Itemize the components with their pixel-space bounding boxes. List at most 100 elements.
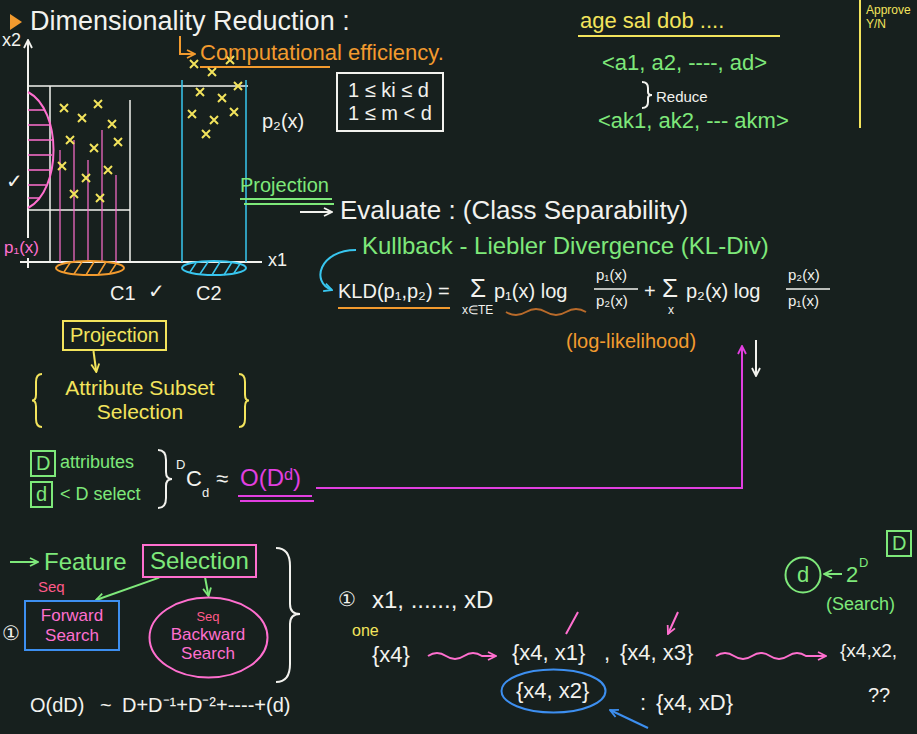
note: one bbox=[352, 622, 379, 640]
formula-part: x1, ......, xD bbox=[372, 586, 493, 614]
pointer-arrow bbox=[566, 612, 678, 634]
column-header: Approve Y/N bbox=[866, 4, 914, 32]
double-underline bbox=[240, 199, 334, 204]
density-curve bbox=[28, 92, 54, 208]
label-holder: D bbox=[176, 458, 185, 473]
label-holder: Approve Y/N bbox=[866, 4, 914, 32]
attribute-vector: <ak1, ak2, --- akm> bbox=[598, 108, 789, 133]
label-holder: ① bbox=[2, 622, 20, 645]
label-holder: Seq bbox=[38, 578, 65, 595]
label-holder: 2 bbox=[846, 562, 858, 587]
underline bbox=[338, 307, 450, 309]
label-holder: x1 bbox=[268, 250, 287, 271]
subset: {x4} bbox=[372, 642, 410, 667]
formula-part: x bbox=[668, 304, 674, 318]
label-holder: p₂(x) bbox=[596, 292, 628, 309]
label-holder: p₂(x) bbox=[788, 266, 820, 283]
label-holder: ~ bbox=[100, 694, 112, 717]
formula-part: D bbox=[176, 458, 185, 473]
label-holder: O(dD) bbox=[30, 694, 84, 717]
label-holder: {x4, xD} bbox=[656, 690, 733, 715]
subset: {x4, x3} bbox=[620, 640, 693, 665]
label-holder: {x4, x1} bbox=[512, 640, 585, 665]
formula-part: : bbox=[640, 690, 646, 715]
label-holder: KLD(p₁,p₂) = bbox=[338, 280, 450, 303]
label-holder: {x4,x2, bbox=[840, 640, 897, 662]
label-holder: p₁(x) bbox=[596, 266, 627, 283]
label-holder: one bbox=[352, 622, 379, 640]
node-text: 1 ≤ ki ≤ d bbox=[348, 79, 432, 102]
formula-part: p₁(x) bbox=[788, 292, 819, 309]
formula-part: + bbox=[644, 280, 656, 303]
density-hatch bbox=[28, 110, 52, 198]
label-holder: Projection bbox=[240, 174, 329, 197]
node-text: Selection bbox=[150, 547, 249, 575]
label-holder: age sal dob .... bbox=[580, 8, 724, 33]
density-label: p₁(x) bbox=[2, 238, 41, 258]
label-holder: C bbox=[186, 466, 202, 491]
constraint-box: 1 ≤ ki ≤ d1 ≤ m < d bbox=[336, 72, 444, 132]
step-number: ① bbox=[2, 622, 20, 645]
label-holder: O(Dᵈ) bbox=[240, 464, 301, 492]
curly-brace bbox=[32, 374, 42, 427]
density-label: p₂(x) bbox=[262, 110, 304, 133]
label-holder: x1, ......, xD bbox=[372, 586, 493, 614]
node-text: Projection bbox=[70, 324, 159, 347]
column-header: age sal dob .... bbox=[580, 8, 724, 33]
squiggle-arrow bbox=[428, 653, 496, 659]
outline bbox=[150, 598, 268, 678]
curly-brace bbox=[158, 450, 172, 508]
formula-part: D+D⁻¹+D⁻²+----+(d) bbox=[122, 694, 290, 717]
table-divider bbox=[859, 0, 861, 128]
node-text: d bbox=[797, 562, 809, 587]
formula-part: Σ bbox=[470, 274, 486, 304]
node-text: D bbox=[892, 532, 906, 555]
squiggle-underline bbox=[506, 309, 586, 315]
hook-arrow bbox=[180, 36, 195, 54]
formula-part: O(dD) bbox=[30, 694, 84, 717]
projection-line bbox=[60, 130, 116, 262]
label-holder: ① bbox=[338, 588, 356, 611]
bullet-arrow bbox=[10, 561, 38, 563]
node-text: Attribute Subset Selection bbox=[50, 376, 230, 424]
formula-part: O(Dᵈ) bbox=[240, 464, 301, 492]
label-holder: d bbox=[202, 486, 209, 501]
class-hatch bbox=[64, 262, 116, 275]
formula-part: 2 bbox=[846, 562, 858, 587]
check-mark: ✓ bbox=[6, 170, 23, 193]
label-holder: ≈ bbox=[216, 466, 228, 491]
formula-part: p₁(x) log bbox=[494, 280, 567, 303]
label-holder: Σ bbox=[470, 274, 486, 304]
note: attributes bbox=[60, 452, 134, 473]
page-title: Dimensionality Reduction : bbox=[30, 6, 350, 37]
search-ellipse: SeqBackward Search bbox=[148, 596, 269, 679]
pointer-arrow bbox=[824, 573, 842, 575]
outline bbox=[786, 558, 821, 593]
formula-part: D bbox=[859, 556, 868, 571]
class-label: C1 bbox=[110, 282, 136, 305]
node-text: 1 ≤ m < d bbox=[348, 102, 432, 125]
data-point bbox=[188, 56, 242, 138]
subset: {x4, x1} bbox=[512, 640, 585, 665]
squiggle-arrow bbox=[716, 653, 826, 659]
label-holder: <ak1, ak2, --- akm> bbox=[598, 108, 789, 133]
node-text: Forward Search bbox=[32, 606, 112, 645]
step-number: ① bbox=[338, 588, 356, 611]
pointer-arrow bbox=[755, 340, 757, 376]
label-holder: ?? bbox=[868, 684, 890, 707]
keyword-box: Selection bbox=[142, 544, 257, 578]
curly-brace bbox=[642, 82, 652, 108]
node-text: d bbox=[36, 483, 47, 506]
label-holder: ✓ bbox=[6, 170, 23, 193]
formula-part: d bbox=[202, 486, 209, 501]
formula-part: Σ bbox=[662, 274, 678, 304]
note: Seq bbox=[38, 578, 65, 595]
formula-part: p₂(x) bbox=[788, 266, 820, 283]
formula-part: ≈ bbox=[216, 466, 228, 491]
label-holder: p₁(x) bbox=[788, 292, 819, 309]
connector-arrow bbox=[93, 351, 96, 372]
label-holder: x∈TE bbox=[462, 304, 493, 318]
outline bbox=[502, 670, 606, 713]
class-region bbox=[182, 261, 246, 275]
